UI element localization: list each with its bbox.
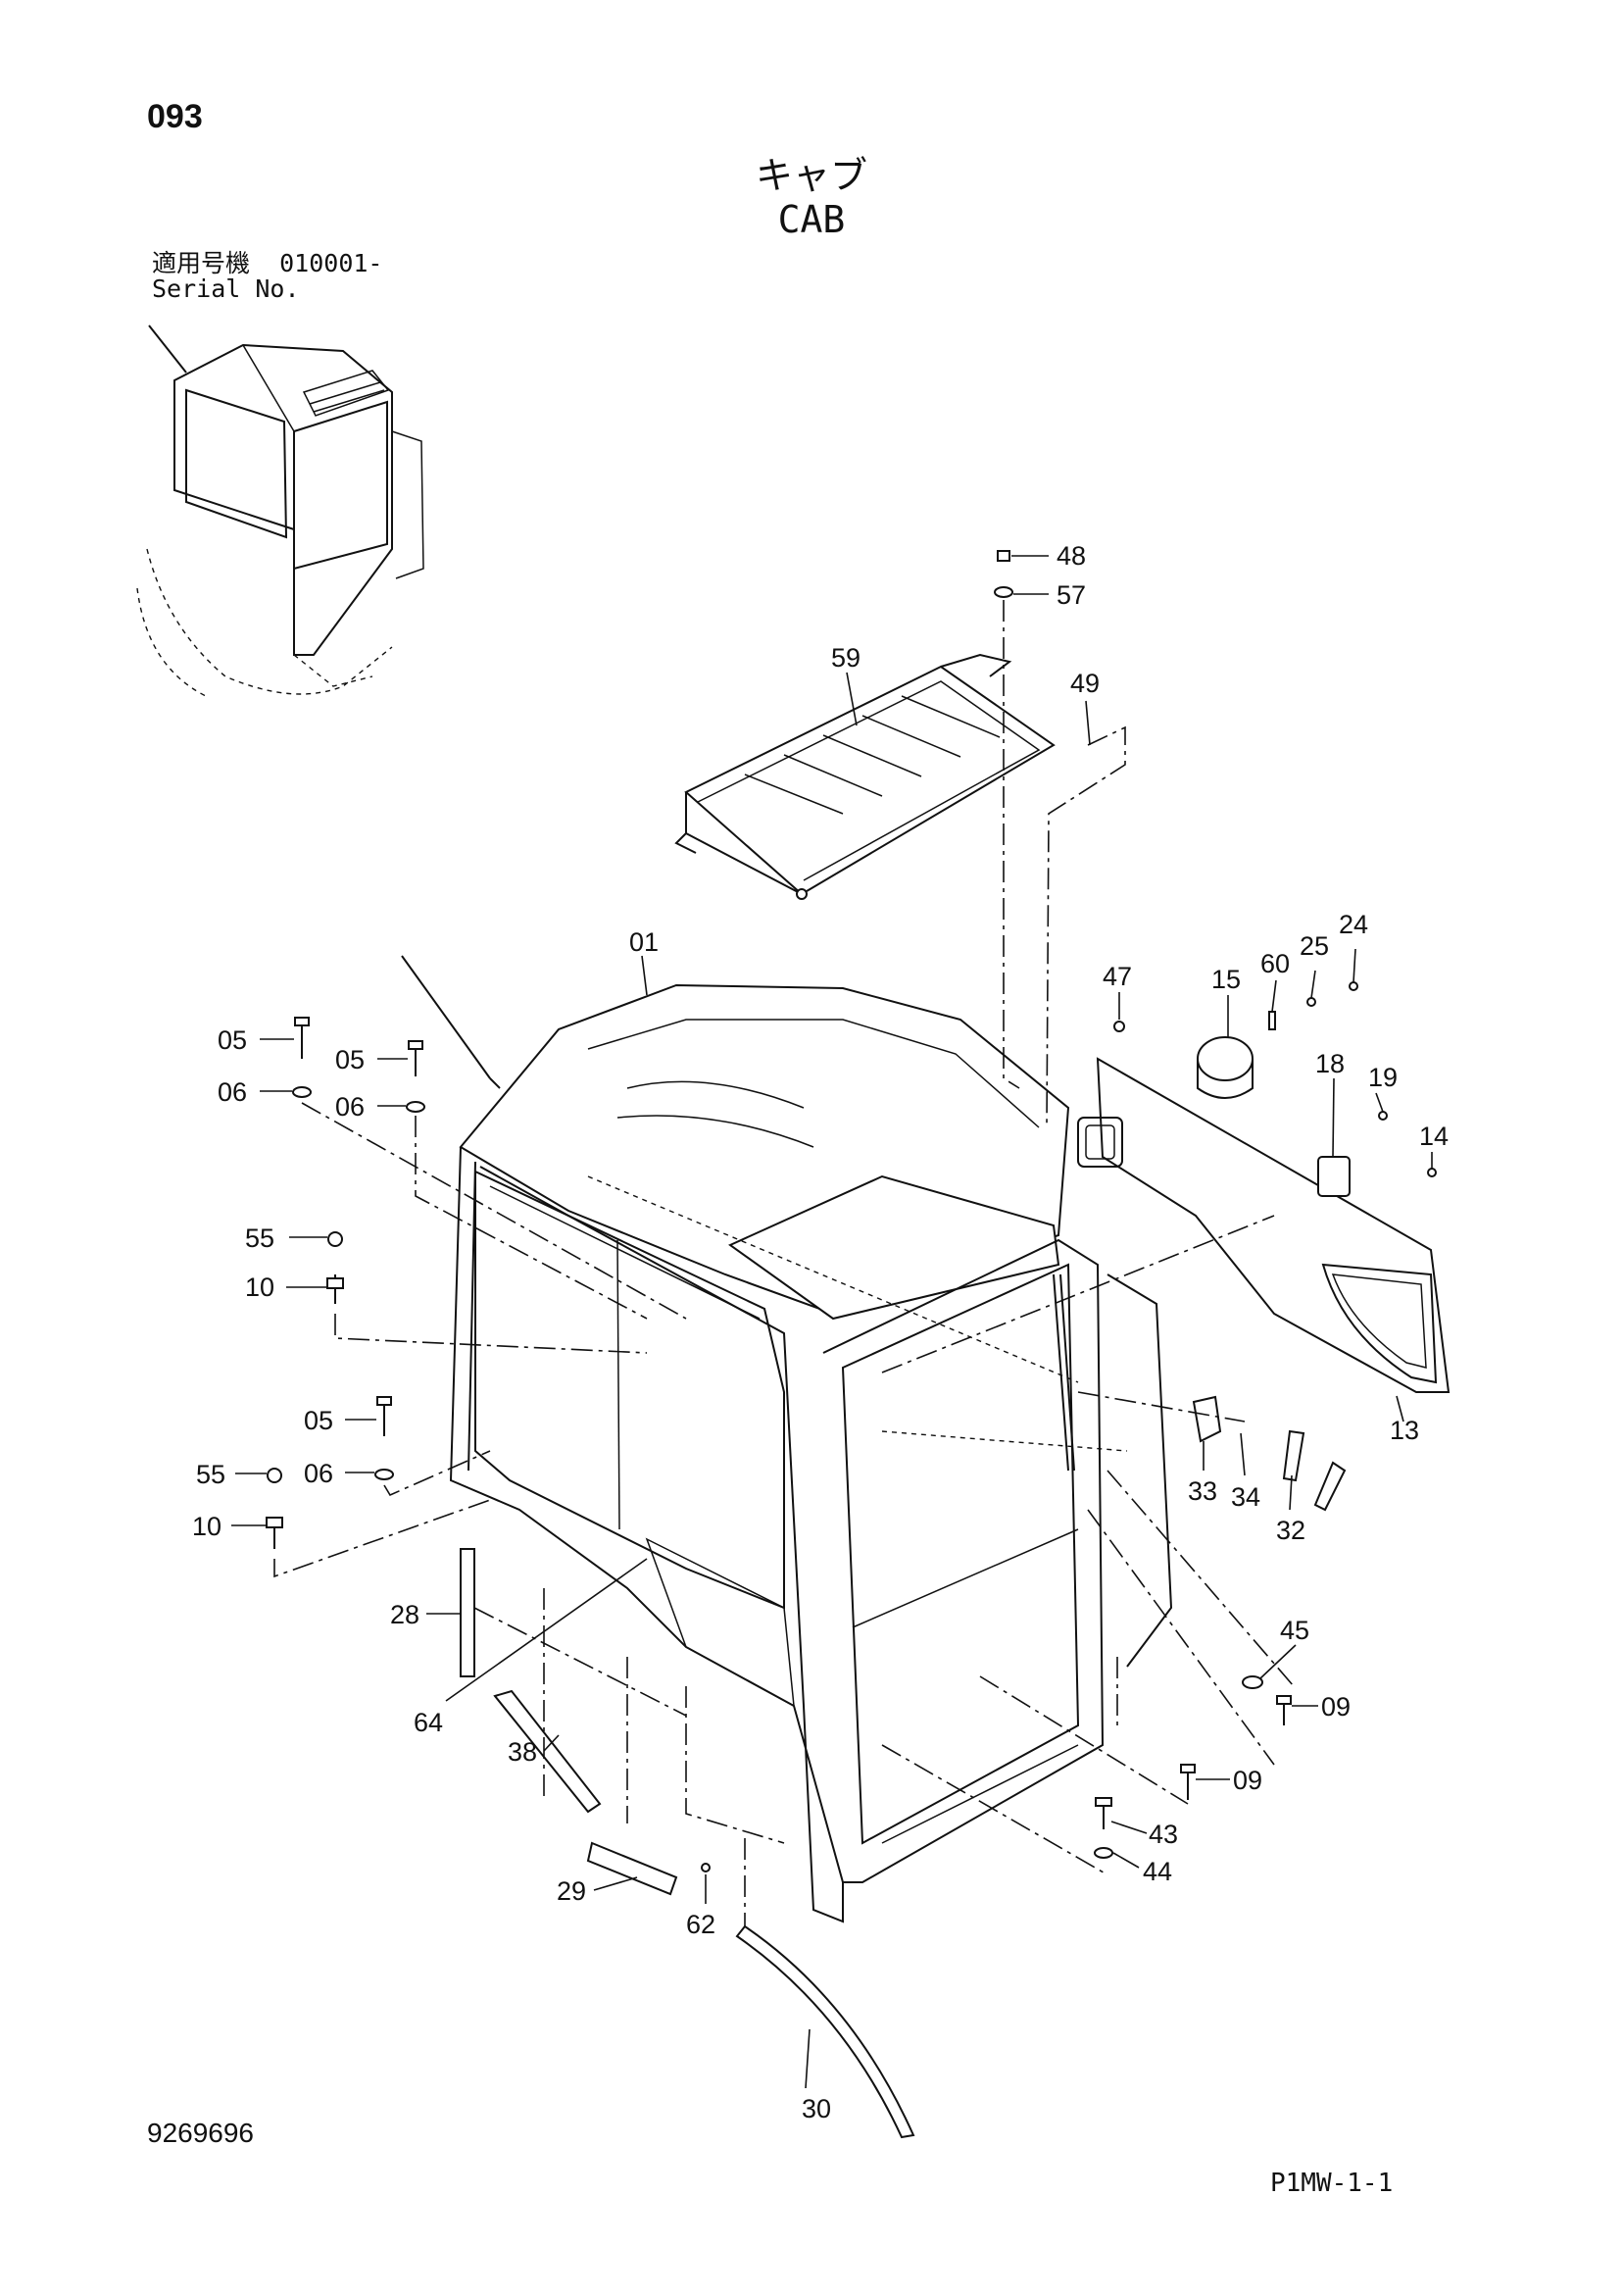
serial-label-jp: 適用号機 [152,249,251,277]
main-cab-body [401,955,1173,1923]
callout-45: 45 [1280,1616,1309,1645]
title-english: CAB [777,198,846,241]
callout-43: 43 [1149,1820,1178,1849]
callout-30: 30 [802,2094,831,2123]
callout-44: 44 [1143,1857,1172,1886]
serial-value: 010001- [279,249,383,277]
callout-09-upper: 09 [1321,1692,1351,1722]
serial-label-en: Serial No. [152,275,300,303]
callout-10-lower: 10 [192,1512,221,1541]
callout-49: 49 [1070,669,1100,698]
leader-lines [231,555,1433,2089]
callout-29: 29 [557,1876,586,1906]
callout-18: 18 [1315,1049,1345,1078]
callout-01: 01 [629,927,659,957]
callout-06-lower: 06 [304,1459,333,1488]
overview-cab-illustration [136,324,424,697]
assembly-lines [273,600,1295,1926]
callout-47: 47 [1103,962,1132,991]
callout-32: 32 [1276,1516,1305,1545]
sheet-code: P1MW-1-1 [1270,2169,1394,2198]
callout-06-middle: 06 [335,1092,365,1122]
callout-34: 34 [1231,1482,1260,1512]
callout-labels: 48 57 59 49 01 47 15 60 25 24 18 19 14 1… [192,541,1449,2123]
serial-block: 適用号機 010001- Serial No. [152,251,382,302]
callout-05-left: 05 [218,1025,247,1055]
callout-10-upper: 10 [245,1273,274,1302]
callout-15: 15 [1211,965,1241,994]
callout-05-lower: 05 [304,1406,333,1435]
page-number: 093 [147,98,203,135]
callout-13: 13 [1390,1416,1419,1445]
hardware [266,550,1437,1872]
callout-06-left: 06 [218,1077,247,1107]
document-number: 9269696 [147,2118,255,2148]
callout-59: 59 [831,643,861,673]
callout-48: 48 [1057,541,1086,571]
callout-62: 62 [686,1910,715,1939]
title-japanese: キャブ [755,156,867,197]
callout-55-lower: 55 [196,1460,225,1489]
roof-guard [674,653,1056,900]
callout-33: 33 [1188,1476,1217,1506]
callout-38: 38 [508,1737,537,1767]
loose-parts [460,1395,1347,2139]
callout-60: 60 [1260,949,1290,978]
callout-19: 19 [1368,1063,1398,1092]
callout-25: 25 [1300,931,1329,961]
callout-28: 28 [390,1600,419,1629]
rear-panel [1096,1036,1451,1393]
callout-14: 14 [1419,1122,1449,1151]
callout-05-middle: 05 [335,1045,365,1074]
callout-09-lower: 09 [1233,1766,1262,1795]
callout-24: 24 [1339,910,1368,939]
callout-64: 64 [414,1708,443,1737]
callout-55-upper: 55 [245,1223,274,1253]
callout-57: 57 [1057,580,1086,610]
